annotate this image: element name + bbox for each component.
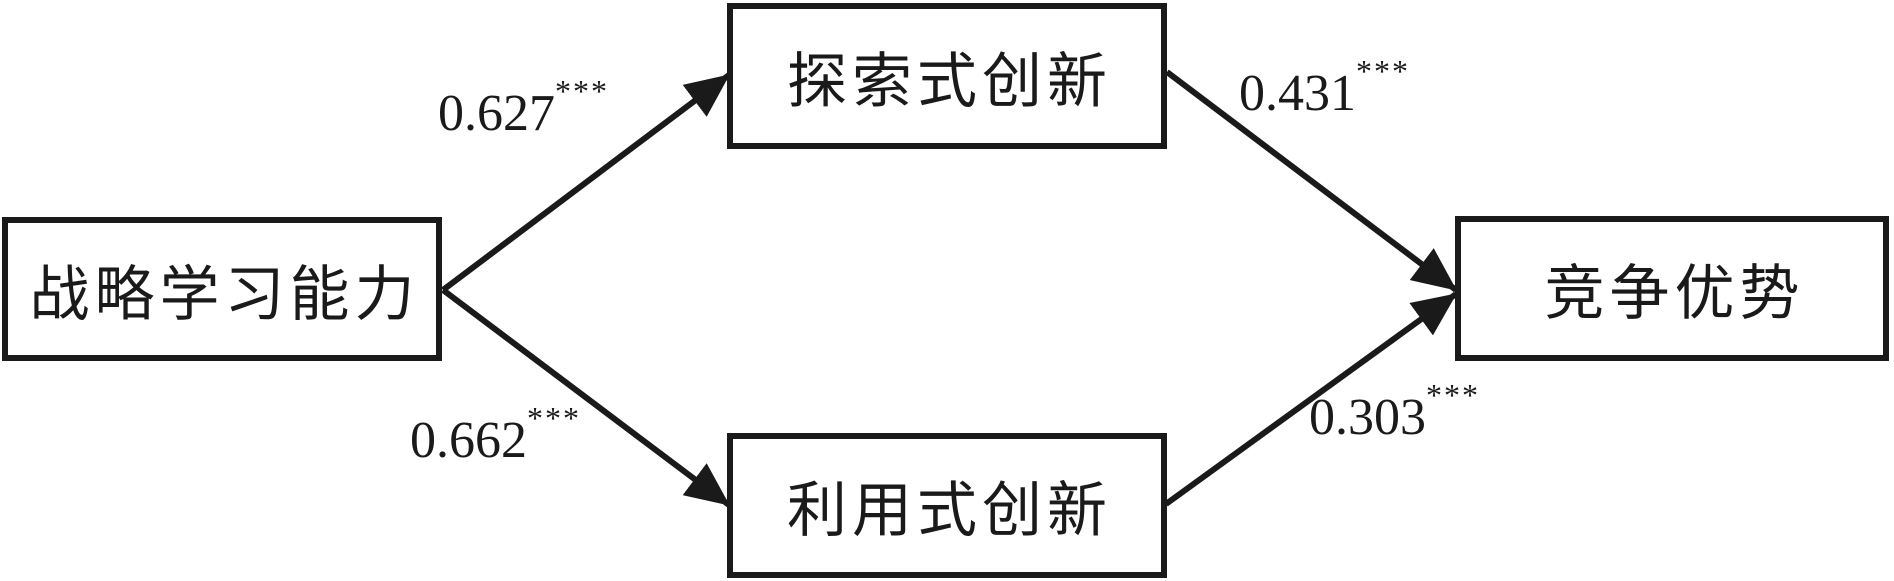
arrow-exploitative-to-advantage bbox=[1164, 291, 1458, 507]
coefficient-value: 0.303 bbox=[1309, 389, 1426, 446]
coefficient-exploratory-advantage: 0.431*** bbox=[1239, 55, 1410, 124]
node-exploitative-innovation-label: 利用式创新 bbox=[787, 478, 1112, 544]
node-strategic-learning: 战略学习能力 bbox=[2, 217, 442, 361]
coefficient-strategic-exploratory: 0.627*** bbox=[438, 75, 609, 144]
coefficient-value: 0.627 bbox=[438, 85, 555, 142]
node-exploratory-innovation: 探索式创新 bbox=[727, 3, 1167, 149]
coefficient-value: 0.662 bbox=[410, 412, 527, 469]
significance-stars: *** bbox=[1356, 53, 1410, 89]
coefficient-value: 0.431 bbox=[1239, 65, 1356, 122]
significance-stars: *** bbox=[555, 73, 609, 109]
significance-stars: *** bbox=[527, 400, 581, 436]
coefficient-exploitative-advantage: 0.303*** bbox=[1309, 379, 1480, 448]
coefficient-strategic-exploitative: 0.662*** bbox=[410, 402, 581, 471]
arrow-strategic-to-exploitative bbox=[441, 287, 731, 508]
node-competitive-advantage-label: 竞争优势 bbox=[1544, 261, 1805, 327]
node-strategic-learning-label: 战略学习能力 bbox=[29, 261, 420, 328]
node-competitive-advantage: 竞争优势 bbox=[1455, 216, 1889, 361]
significance-stars: *** bbox=[1426, 377, 1480, 413]
node-exploitative-innovation: 利用式创新 bbox=[727, 433, 1167, 578]
arrow-exploratory-to-advantage bbox=[1165, 69, 1458, 293]
node-exploratory-innovation-label: 探索式创新 bbox=[787, 48, 1112, 115]
arrow-strategic-to-exploratory bbox=[441, 72, 731, 293]
